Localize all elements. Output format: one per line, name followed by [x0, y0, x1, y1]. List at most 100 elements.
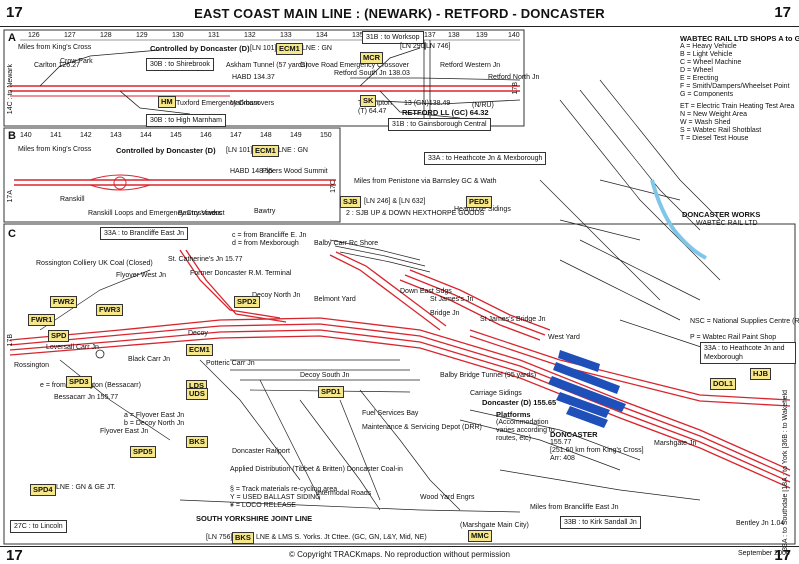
place-rossington: Rossington	[14, 362, 50, 369]
doncaster-station-km: [251.60 km from King's Cross]	[550, 447, 644, 454]
place-retford-western-jn: Retford Western Jn	[440, 62, 501, 69]
section-a-milepost-134: 134	[316, 32, 328, 39]
section-a-to-gainsborough[interactable]: 31B : to Gainsborough Central	[388, 118, 491, 131]
legend-title: WABTEC RAIL LTD SHOPS A to G	[680, 34, 799, 43]
legend-item-f: F = Smith/Dampers/Wheelset Point	[680, 83, 790, 90]
place-balby-bridge-tunnel: Balby Bridge Tunnel (95 yards)	[440, 372, 537, 379]
section-a-side-code: 14C : to Newark	[7, 64, 14, 115]
page-number-left: 17	[6, 4, 23, 21]
doncaster-station-platforms	[548, 350, 626, 428]
section-a-label: A	[8, 32, 16, 44]
marker-ped5: PED5	[466, 196, 492, 208]
place-heathcote-sidings: Heathcote Sidings	[454, 206, 511, 213]
legend-item-t: T = Diesel Test House	[680, 135, 749, 142]
section-b-milepost-148: 148	[260, 132, 272, 139]
marker-dol1: DOL1	[710, 378, 737, 390]
place-fuel-services-bay: Fuel Services Bay	[362, 410, 419, 417]
platforms-info: Platforms (Accommodation varies accordin…	[496, 410, 556, 443]
section-b-tracks	[14, 174, 336, 191]
place-ranskill-loops: Ranskill Loops and Emergency Crossovers	[88, 210, 222, 217]
section-c-yard-tracks	[39, 79, 741, 513]
marker-sk: SK	[360, 95, 377, 107]
section-a-milepost-139: 139	[476, 32, 488, 39]
marker-hjb: HJB	[750, 368, 772, 380]
place-black-carr-jn: Black Carr Jn	[128, 356, 171, 363]
doncaster-station-info: DONCASTER 155.77 [251.60 km from King's …	[550, 430, 644, 463]
place-tuxford-crossovers: Tuxford Emergency Crossovers	[176, 100, 275, 107]
doncaster-station-mileage: 155.77	[550, 439, 572, 446]
legend-item-s: S = Wabtec Rail Shotblast	[680, 127, 762, 134]
section-a-to-high-marnham[interactable]: 30B : to High Marnham	[146, 114, 226, 127]
section-a-to-worksop[interactable]: 31B : to Worksop	[362, 31, 424, 44]
marker-fwr2: FWR2	[50, 296, 78, 308]
section-c-doncaster-works: DONCASTER WORKS	[682, 210, 761, 219]
place-askham-tunnel: Askham Tunnel (57 yards)	[226, 62, 308, 69]
marker-mmc: MMC	[468, 530, 492, 542]
place-st-jamess-jn: St James's Jn	[430, 296, 474, 303]
section-a-milepost-127: 127	[64, 32, 76, 39]
marker-bks-bottom: BKS	[232, 532, 254, 544]
place-wood-yard: Wood Yard Engrs	[420, 494, 475, 501]
marker-13-gn: 13 (GN)138.49	[404, 100, 451, 107]
legend-nsc-note: NSC = National Supplies Centre (Railport…	[690, 318, 799, 325]
place-west-yard: West Yard	[548, 334, 580, 341]
section-c-to-lincoln[interactable]: 27C : to Lincoln	[10, 520, 67, 533]
legend-item-d: D = Wheel	[680, 67, 713, 74]
junction-key-c: c = from Brancliffe E. Jn	[232, 232, 307, 239]
section-c-to-brancliffe[interactable]: 33A : to Brancliffe East Jn	[100, 227, 189, 240]
section-a-milepost-132: 132	[244, 32, 256, 39]
section-a-to-shirebrook[interactable]: 30B : to Shirebrook	[146, 58, 214, 71]
junction-key-b: b = Decoy North Jn	[124, 420, 185, 427]
section-c-to-kirk-sandall[interactable]: 33B : to Kirk Sandall Jn	[560, 516, 641, 529]
section-b-elr-box: ECM1	[252, 145, 279, 157]
place-st-catherines-jn: St. Catherine's Jn 15.77	[168, 256, 243, 263]
section-c-to-heathcote-2[interactable]: 33A : to Heathcote Jn and Mexborough	[700, 342, 796, 364]
legend-item-a: A = Heavy Vehicle	[680, 43, 737, 50]
place-bawtry-viaduct: Bawtry Viaduct	[178, 210, 225, 217]
place-potteric-carr-jn: Potteric Carr Jn	[206, 360, 255, 367]
river-don	[650, 179, 707, 260]
section-c-frame	[3, 223, 796, 545]
marker-hm: HM	[158, 96, 176, 108]
section-a-miles-label: Miles from King's Cross	[18, 44, 92, 51]
place-decoy: Decoy	[188, 330, 208, 337]
marker-spd5: SPD5	[130, 446, 156, 458]
footer-page-right: 17	[774, 547, 791, 564]
bottom-lines-text: LNE & LMS S. Yorks. Jt Cttee. (GC, GN, L…	[256, 534, 427, 541]
rossington-junction-marker	[95, 349, 105, 359]
section-c-label: C	[8, 228, 16, 240]
section-a-tracks	[10, 40, 521, 120]
marker-spd3: SPD3	[66, 376, 92, 388]
marks-key-loco-release: ¥ = LOCO RELEASE	[230, 502, 296, 509]
place-decoy-north-jn: Decoy North Jn	[252, 292, 301, 299]
legend-item-g: G = Components	[680, 91, 734, 98]
place-bawtry: Bawtry	[254, 208, 276, 215]
place-markham: Markham	[230, 100, 260, 107]
marker-bks: BKS	[186, 436, 208, 448]
bottom-ref: [LN 756]	[206, 534, 233, 541]
section-b-milepost-144: 144	[140, 132, 152, 139]
place-down-east-sdgs: Down East Sdgs	[400, 288, 452, 295]
marker-sjb: SJB	[340, 196, 361, 208]
section-b-elr-suffix: LNE : GN	[278, 147, 308, 154]
place-maintenance-depot: Maintenance & Servicing Depot (DRR)	[362, 424, 482, 431]
place-retford-ll: RETFORD LL (GC) 64.32	[402, 108, 489, 117]
section-c-to-heathcote[interactable]: 33A : to Heathcote Jn & Mexborough	[424, 152, 547, 165]
section-a-ln-ref: [LN 101]	[250, 45, 277, 52]
section-a-milepost-128: 128	[100, 32, 112, 39]
section-b-milepost-145: 145	[170, 132, 182, 139]
place-bridge-jn: Bridge Jn	[430, 310, 460, 317]
marker-spd4: SPD4	[30, 484, 56, 496]
place-grove-road-crossover: Grove Road Emergency Crossover	[300, 62, 409, 69]
wabtec-legend: WABTEC RAIL LTD SHOPS A to G A = Heavy V…	[680, 34, 799, 143]
sj-ref: [LN 246] & [LN 632]	[364, 198, 426, 205]
section-a-milepost-130: 130	[172, 32, 184, 39]
section-a-milepost-129: 129	[136, 32, 148, 39]
section-a-wrn-code: [LN 290]	[400, 43, 427, 50]
section-a-milepost-137: 137	[424, 32, 436, 39]
place-doncaster-d: Doncaster (D) 155.65	[482, 398, 557, 407]
section-a-milepost-131: 131	[208, 32, 220, 39]
page-title: EAST COAST MAIN LINE : (NEWARK) - RETFOR…	[194, 6, 605, 21]
place-applied-distribution: Applied Distribution (Tibbet & Britten) …	[230, 466, 403, 473]
place-carriage-sidings: Carriage Sidings	[470, 390, 522, 397]
